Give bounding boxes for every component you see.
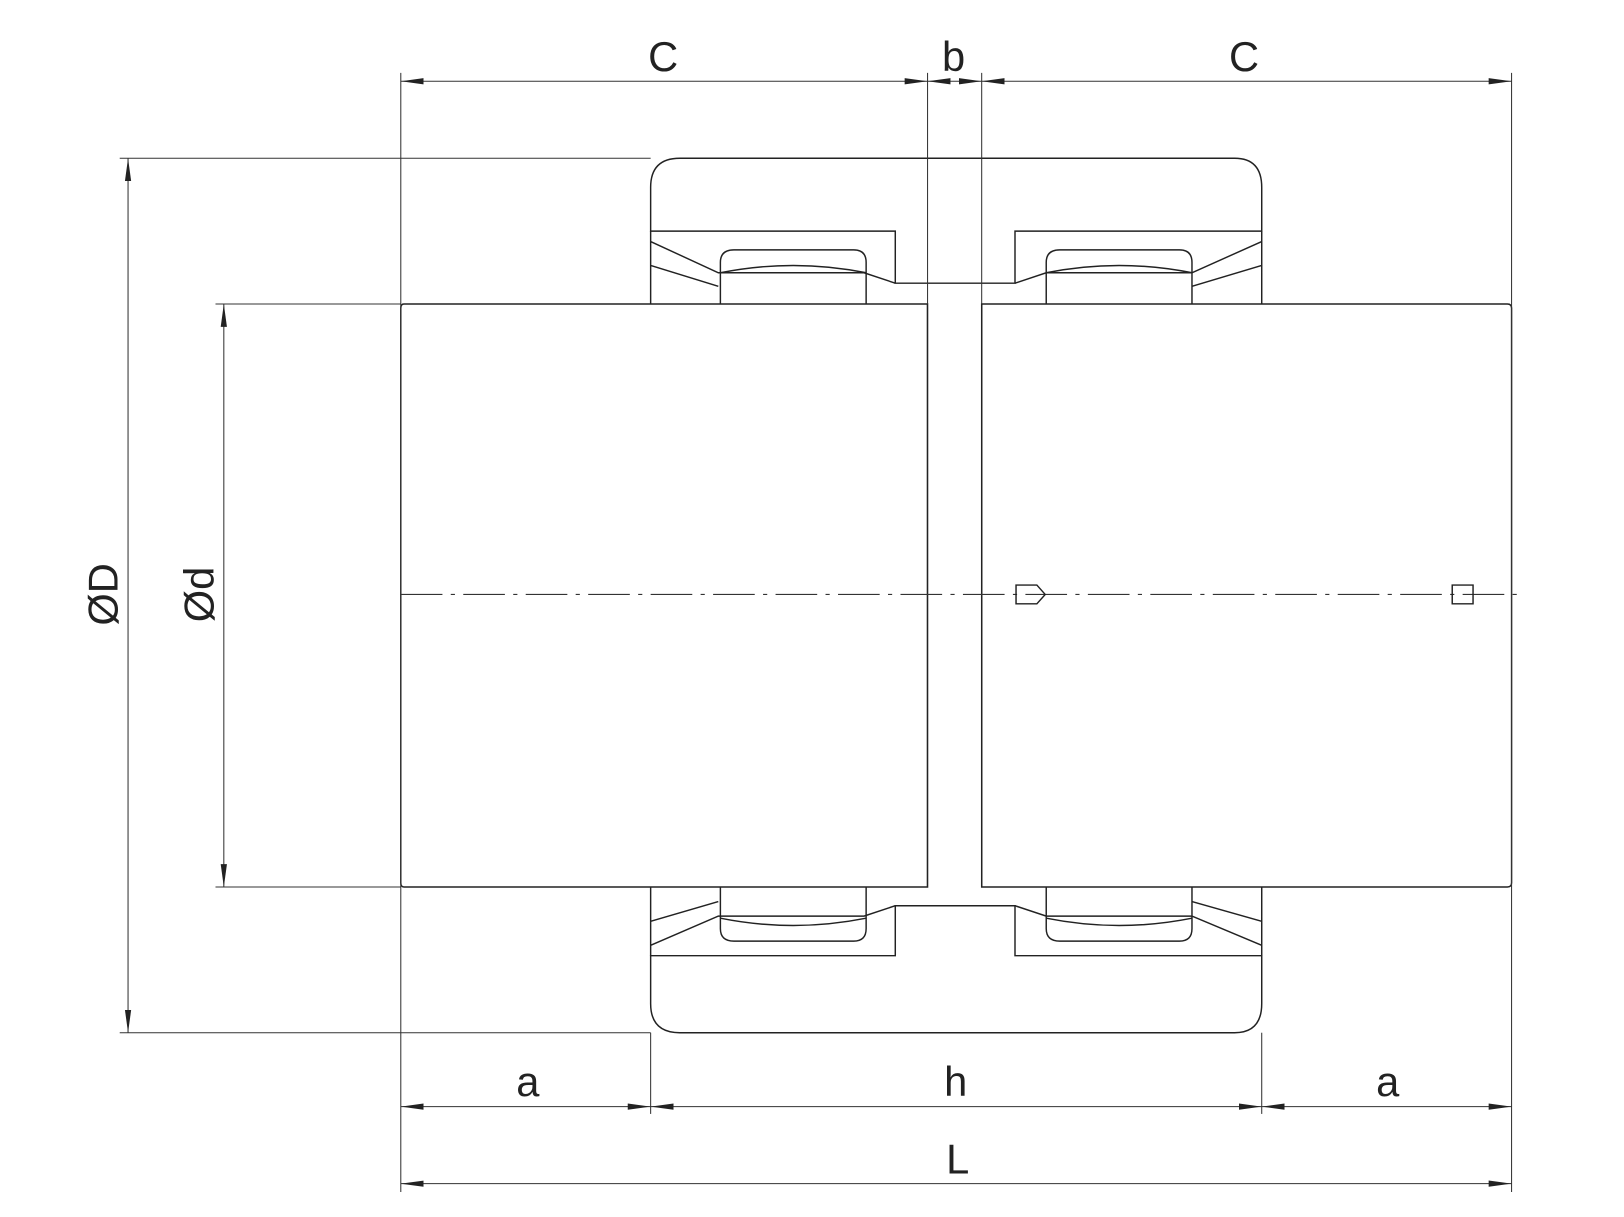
center-axis (400, 304, 1520, 887)
bearing-rollers (719, 249, 1193, 942)
dim-label-a-right: a (1376, 1058, 1400, 1105)
extension-lines (119, 72, 1513, 1192)
dim-label-outer-diameter: ØD (80, 563, 127, 625)
dim-label-h: h (944, 1058, 967, 1105)
bearing-housings (649, 231, 1263, 956)
dimension-lines (124, 78, 1512, 1187)
tire-rubber (649, 157, 1263, 1034)
dim-label-c-right: C (1229, 33, 1259, 80)
shaft-right (980, 303, 1513, 888)
dim-label-b: b (942, 33, 965, 80)
shaft-left (400, 303, 929, 888)
dim-label-length: L (946, 1135, 969, 1182)
dim-label-a-left: a (516, 1058, 540, 1105)
dim-label-c-left: C (648, 33, 678, 80)
dim-label-bore-diameter: Ød (175, 567, 222, 623)
